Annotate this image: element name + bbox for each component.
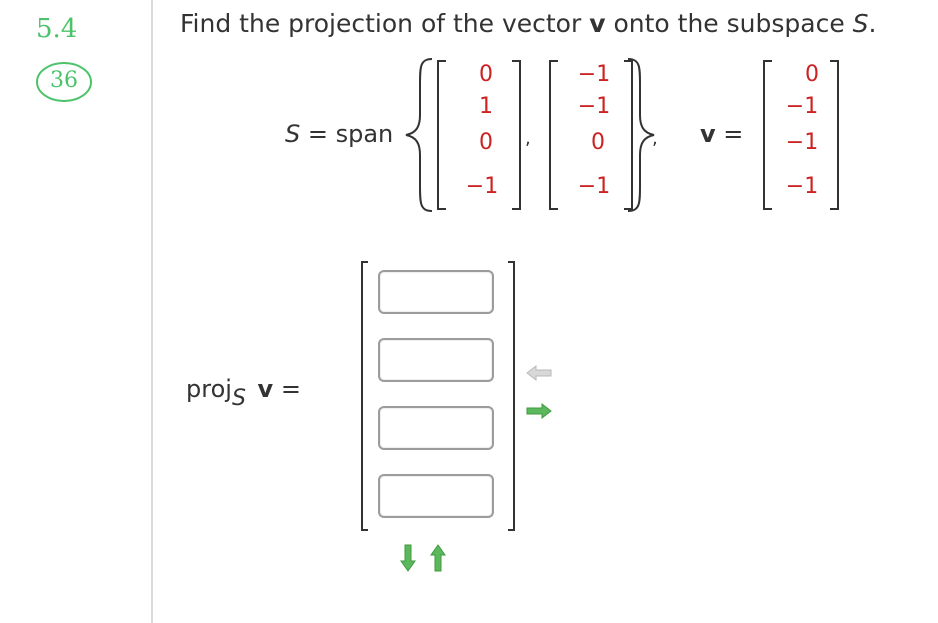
v-bold: v: [700, 120, 716, 148]
proj-subscript-s: S: [231, 386, 246, 411]
proj-vector-v: v: [257, 375, 274, 403]
answer-input-2[interactable]: [378, 338, 494, 382]
v-entry-1: 0: [805, 62, 819, 87]
left-margin-divider: [151, 0, 153, 623]
v-vector-brackets: [763, 60, 839, 210]
vector2-right-bracket: [624, 60, 633, 210]
v-label: v =: [700, 120, 743, 148]
comma-2: ,: [652, 128, 658, 149]
vector2-entry-4: −1: [577, 174, 611, 199]
vector2-entry-3: 0: [591, 130, 605, 155]
vector1-entry-1: 0: [479, 62, 493, 87]
answer-input-1[interactable]: [378, 270, 494, 314]
add-row-arrow-icon[interactable]: [399, 543, 417, 573]
vector1-entry-4: −1: [465, 174, 499, 199]
vector1-entry-3: 0: [479, 130, 493, 155]
add-column-arrow-icon[interactable]: [525, 402, 553, 420]
vector1-entry-2: 1: [479, 94, 493, 119]
answer-matrix-brackets: [361, 261, 515, 531]
right-brace: [627, 58, 655, 212]
comma-1: ,: [525, 128, 531, 149]
span-brackets: [405, 58, 655, 212]
projection-label: projS v =: [186, 375, 301, 411]
vector2-left-bracket: [549, 60, 558, 210]
vector2-entry-1: −1: [577, 62, 611, 87]
handwritten-section-number: 5.4: [36, 14, 78, 44]
prompt-subspace-s: S: [852, 9, 869, 38]
remove-row-arrow-icon[interactable]: [429, 543, 447, 573]
prompt-period: .: [868, 9, 877, 38]
prompt-text-onto: onto the subspace: [605, 9, 853, 38]
span-subspace-s: S: [285, 120, 301, 148]
answer-input-4[interactable]: [378, 474, 494, 518]
handwritten-circle: [36, 62, 92, 102]
left-brace: [405, 58, 433, 212]
v-eq: =: [723, 120, 744, 148]
vector1-right-bracket: [512, 60, 521, 210]
span-label: S = span: [285, 120, 393, 148]
prompt-text: Find the projection of the vector: [180, 9, 590, 38]
proj-eq: =: [280, 375, 301, 403]
answer-input-3[interactable]: [378, 406, 494, 450]
vector1-left-bracket: [437, 60, 446, 210]
v-entry-4: −1: [785, 174, 819, 199]
proj-text: proj: [186, 375, 232, 403]
span-eq-text: = span: [300, 120, 394, 148]
handwritten-problem-number: 36: [50, 68, 78, 93]
prompt-vector-v: v: [589, 9, 606, 38]
problem-prompt: Find the projection of the vector v onto…: [180, 9, 876, 38]
v-entry-3: −1: [785, 130, 819, 155]
remove-column-arrow-icon[interactable]: [525, 364, 553, 382]
vector2-entry-2: −1: [577, 94, 611, 119]
v-entry-2: −1: [785, 94, 819, 119]
